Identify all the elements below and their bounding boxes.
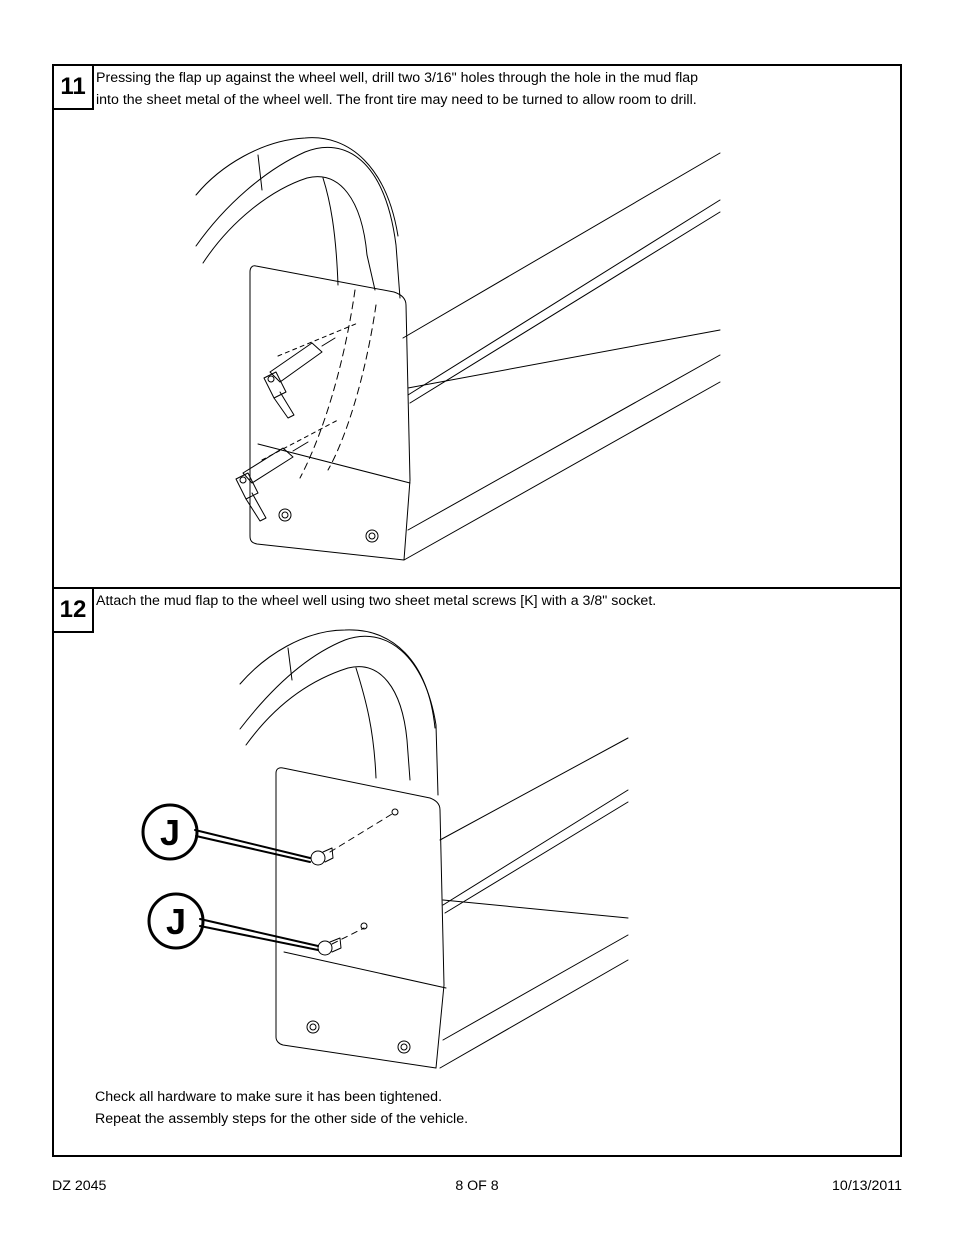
drill-icon [263,337,336,419]
callout-j-circle [147,892,205,950]
screw-icon [317,937,342,956]
callout-j-circle [141,803,199,861]
step-11-panel: 11 Pressing the flap up against the whee… [52,64,902,589]
drill-icon [235,441,309,522]
note-line: Repeat the assembly steps for the other … [95,1111,469,1127]
step-12-panel: 12 Attach the mud flap to the wheel well… [52,587,902,1157]
step-instructions: Attach the mud flap to the wheel well us… [96,593,657,609]
document-date: 10/13/2011 [832,1178,902,1194]
note-line: Check all hardware to make sure it has b… [95,1089,443,1105]
step-number: 11 [52,64,94,110]
step-instructions: Pressing the flap up against the wheel w… [96,70,699,108]
step-number: 12 [52,587,94,633]
callout-j-label: J [166,901,186,942]
page-number: 8 OF 8 [455,1178,499,1194]
screw-icon [310,847,334,866]
final-notes: Check all hardware to make sure it has b… [95,1086,468,1130]
document-code: DZ 2045 [52,1178,107,1194]
callout-j-label: J [160,812,180,853]
